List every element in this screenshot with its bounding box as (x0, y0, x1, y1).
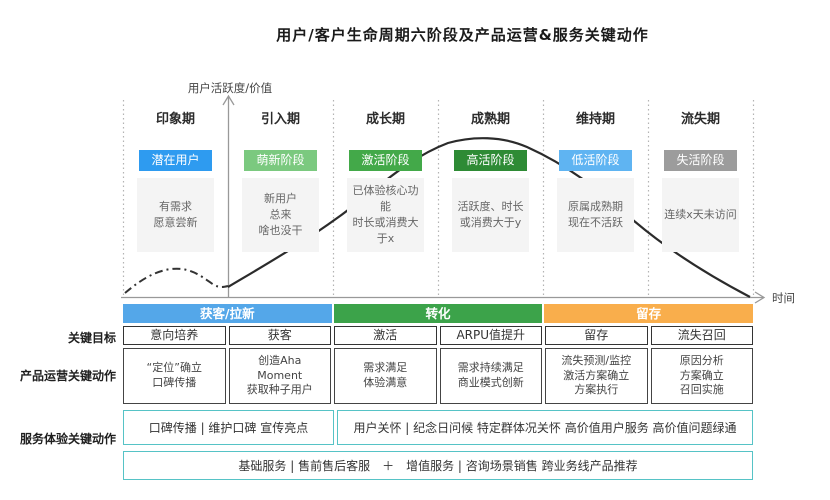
stage-badge: 高活阶段 (454, 150, 527, 171)
service-row-bottom: 基础服务 | 售前售后客服 ＋ 增值服务 | 咨询场景销售 跨业务线产品推荐 (123, 451, 753, 480)
goal-cell: 获客 (228, 326, 331, 345)
ops-cell: 原因分析 方案确立 召回实施 (650, 348, 753, 404)
service-cell-care: 用户关怀 | 纪念日问候 特定群体况关怀 高价值用户服务 高价值问题绿通 (337, 410, 753, 445)
goal-cell: 激活 (334, 326, 437, 345)
stage-columns: 印象期 潜在用户 有需求 愿意尝新 引入期 萌新阶段 新用户 总来 啥也没干 成… (123, 0, 753, 300)
product-ops-row: “定位”确立 口碑传播 创造Aha Moment 获取种子用户 需求满足 体验满… (123, 348, 753, 404)
goal-cell: 留存 (545, 326, 648, 345)
stage-description: 连续x天未访问 (662, 178, 739, 252)
label-service: 服务体验关键动作 (19, 432, 116, 446)
stage-badge: 萌新阶段 (244, 150, 317, 171)
group-conversion: 转化 (333, 304, 543, 323)
stage-name: 引入期 (260, 112, 300, 127)
label-key-goals: 关键目标 (67, 331, 116, 345)
ops-cell: 创造Aha Moment 获取种子用户 (228, 348, 331, 404)
stage-name: 流失期 (680, 112, 720, 127)
page-title: 用户/客户生命周期六阶段及产品运营&服务关键动作 (276, 26, 649, 44)
stage-description: 原属成熟期 现在不活跃 (557, 178, 634, 252)
stage-introduction: 引入期 萌新阶段 新用户 总来 啥也没干 (228, 0, 333, 300)
stage-name: 成长期 (365, 112, 405, 127)
key-goals-row: 意向培养 获客 激活 ARPU值提升 留存 流失召回 (123, 326, 753, 345)
stage-description: 活跃度、时长 或消费大于y (452, 178, 529, 252)
stage-name: 成熟期 (470, 112, 510, 127)
goal-cell: 意向培养 (123, 326, 226, 345)
service-row-top: 口碑传播 | 维护口碑 宣传亮点 用户关怀 | 纪念日问候 特定群体况关怀 高价… (123, 410, 753, 445)
service-cell-base: 基础服务 | 售前售后客服 ＋ 增值服务 | 咨询场景销售 跨业务线产品推荐 (123, 451, 753, 480)
stage-growth: 成长期 激活阶段 已体验核心功能 时长或消费大于x (333, 0, 438, 300)
stage-badge: 激活阶段 (349, 150, 422, 171)
ops-cell: 流失预测/监控 激活方案确立 方案执行 (545, 348, 648, 404)
stage-maturity: 成熟期 高活阶段 活跃度、时长 或消费大于y (438, 0, 543, 300)
phase-group-bar: 获客/拉新 转化 留存 (123, 304, 754, 323)
goal-cell: 流失召回 (650, 326, 753, 345)
stage-badge: 低活阶段 (559, 150, 632, 171)
x-axis-label: 时间 (772, 291, 795, 305)
stage-description: 已体验核心功能 时长或消费大于x (347, 178, 424, 252)
stage-description: 新用户 总来 啥也没干 (242, 178, 319, 252)
service-cell-wom: 口碑传播 | 维护口碑 宣传亮点 (123, 410, 334, 445)
ops-cell: 需求持续满足 商业模式创新 (439, 348, 542, 404)
stage-retention: 维持期 低活阶段 原属成熟期 现在不活跃 (543, 0, 648, 300)
stage-description: 有需求 愿意尝新 (137, 178, 214, 252)
stage-name: 印象期 (155, 112, 195, 127)
stage-badge: 失活阶段 (664, 150, 737, 171)
ops-cell: 需求满足 体验满意 (334, 348, 437, 404)
y-axis-label: 用户活跃度/价值 (187, 81, 273, 95)
group-acquisition: 获客/拉新 (123, 304, 332, 323)
label-product-ops: 产品运营关键动作 (19, 369, 116, 383)
stage-badge: 潜在用户 (139, 150, 212, 171)
stage-impression: 印象期 潜在用户 有需求 愿意尝新 (123, 0, 228, 300)
goal-cell: ARPU值提升 (439, 326, 542, 345)
ops-cell: “定位”确立 口碑传播 (123, 348, 226, 404)
stage-name: 维持期 (575, 112, 615, 127)
stage-churn: 流失期 失活阶段 连续x天未访问 (648, 0, 753, 300)
group-retention: 留存 (544, 304, 754, 323)
